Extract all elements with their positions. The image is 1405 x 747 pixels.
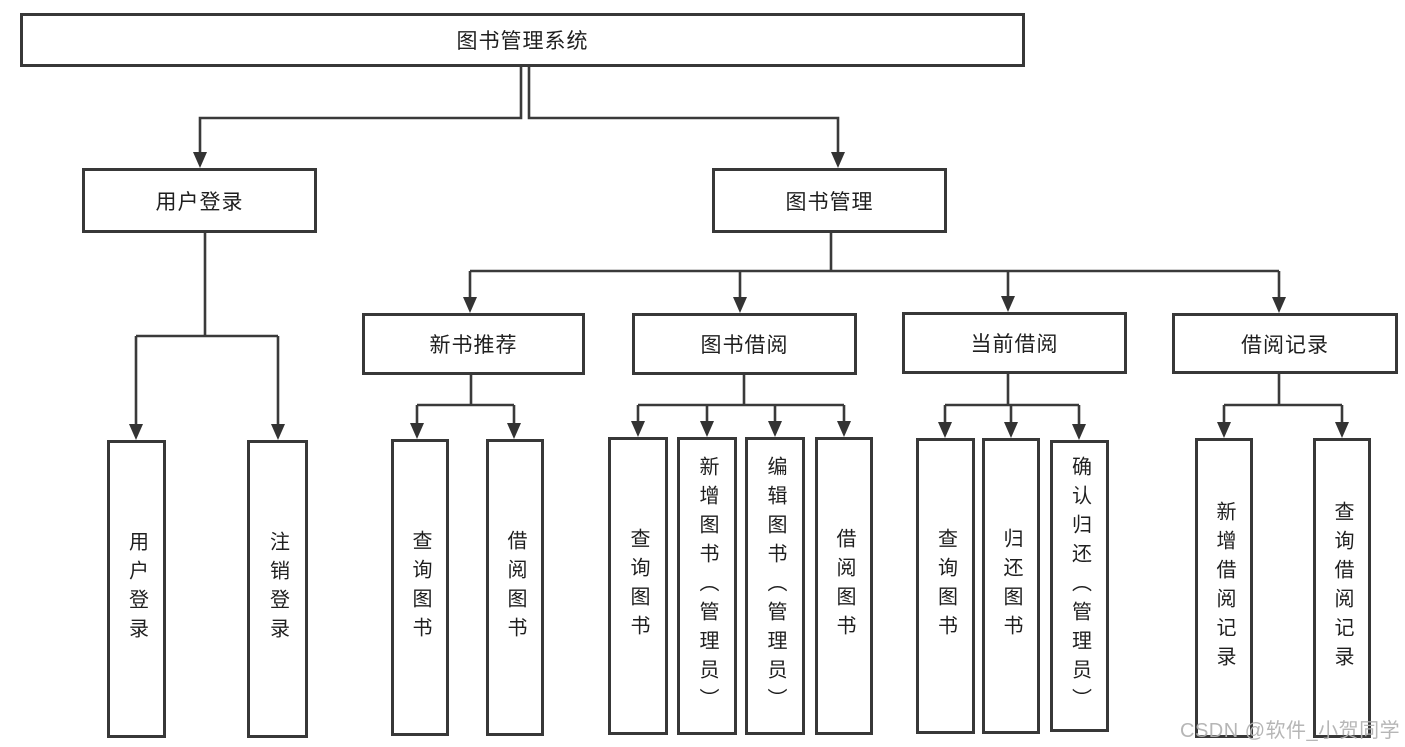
leaf-borrow-add-admin: 新增图书（管理员） — [677, 437, 737, 735]
leaf-current-confirm-admin: 确认归还（管理员） — [1050, 440, 1109, 732]
arrowhead — [1217, 422, 1231, 438]
arrowhead — [463, 297, 477, 313]
arrowhead — [193, 152, 207, 168]
arrowhead — [1072, 424, 1086, 440]
arrowhead — [1001, 296, 1015, 312]
node-borrow-record: 借阅记录 — [1172, 313, 1398, 374]
arrowhead — [1272, 297, 1286, 313]
leaf-logout: 注销登录 — [247, 440, 308, 738]
arrowhead — [129, 424, 143, 440]
leaf-record-add: 新增借阅记录 — [1195, 438, 1253, 738]
leaf-current-return: 归还图书 — [982, 438, 1040, 734]
arrowhead — [631, 421, 645, 437]
arrowhead — [1004, 422, 1018, 438]
leaf-record-query: 查询借阅记录 — [1313, 438, 1371, 738]
arrowhead — [700, 421, 714, 437]
leaf-borrow-book: 借阅图书 — [815, 437, 873, 735]
node-current-borrow: 当前借阅 — [902, 312, 1127, 374]
leaf-current-query: 查询图书 — [916, 438, 975, 734]
arrowhead — [1335, 422, 1349, 438]
arrowhead — [938, 422, 952, 438]
arrowhead — [768, 421, 782, 437]
arrowhead — [507, 423, 521, 439]
csdn-watermark: CSDN @软件_小贺同学 — [1180, 720, 1401, 742]
node-user-login: 用户登录 — [82, 168, 317, 233]
leaf-borrow-edit-admin: 编辑图书（管理员） — [745, 437, 805, 735]
node-new-book-recommend: 新书推荐 — [362, 313, 585, 375]
arrowhead — [837, 421, 851, 437]
arrowhead — [410, 423, 424, 439]
arrowhead — [271, 424, 285, 440]
arrowhead — [831, 152, 845, 168]
leaf-newbook-query: 查询图书 — [391, 439, 449, 736]
arrowhead — [733, 297, 747, 313]
leaf-user-login: 用户登录 — [107, 440, 166, 738]
node-book-management: 图书管理 — [712, 168, 947, 233]
leaf-borrow-query: 查询图书 — [608, 437, 668, 735]
node-root: 图书管理系统 — [20, 13, 1025, 67]
node-book-borrow: 图书借阅 — [632, 313, 857, 375]
leaf-newbook-borrow: 借阅图书 — [486, 439, 544, 736]
